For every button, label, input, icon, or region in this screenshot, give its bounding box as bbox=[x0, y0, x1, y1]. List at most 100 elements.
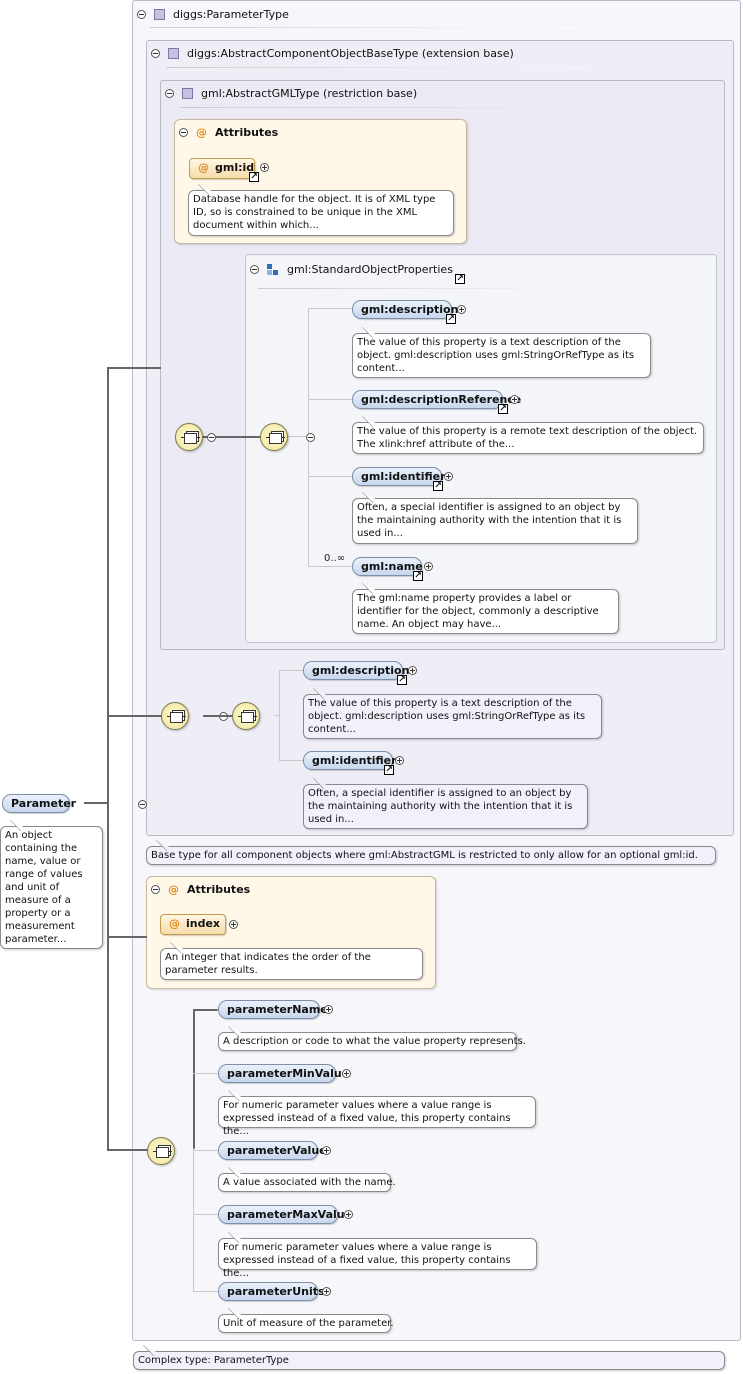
reference-icon[interactable]: ↗ bbox=[455, 274, 465, 284]
attributes-title: Attributes bbox=[215, 126, 279, 139]
expand-icon[interactable] bbox=[324, 1005, 333, 1014]
std-name-cardinality: 0..∞ bbox=[324, 553, 346, 564]
connector bbox=[308, 566, 352, 567]
index-doc: An integer that indicates the order of t… bbox=[160, 948, 423, 980]
std-description-doc: The value of this property is a text des… bbox=[352, 333, 651, 378]
connector bbox=[308, 308, 352, 309]
expand-icon[interactable] bbox=[342, 1069, 351, 1078]
collapse-icon[interactable] bbox=[151, 49, 160, 58]
expand-icon[interactable] bbox=[424, 562, 433, 571]
expand-icon[interactable] bbox=[344, 1210, 353, 1219]
base-description-element[interactable]: gml:description bbox=[303, 661, 409, 680]
parameter-root-doc: An object containing the name, value or … bbox=[0, 826, 103, 949]
std-props-title: gml:StandardObjectProperties bbox=[287, 263, 453, 276]
sequence-icon[interactable] bbox=[260, 423, 288, 451]
base-description-doc: The value of this property is a text des… bbox=[303, 694, 602, 739]
sequence-icon[interactable] bbox=[175, 423, 203, 451]
reference-icon[interactable]: ↗ bbox=[249, 172, 259, 182]
connector bbox=[288, 436, 308, 437]
connector bbox=[193, 1291, 218, 1292]
param-attributes-title: Attributes bbox=[187, 883, 251, 896]
expand-icon[interactable] bbox=[260, 163, 269, 172]
header-underline bbox=[150, 27, 580, 28]
collapse-icon[interactable] bbox=[179, 128, 188, 137]
expand-icon[interactable] bbox=[229, 920, 238, 929]
expand-icon[interactable] bbox=[408, 666, 417, 675]
connector bbox=[193, 1009, 218, 1011]
std-name-element[interactable]: gml:name bbox=[352, 557, 423, 576]
expand-icon[interactable] bbox=[444, 472, 453, 481]
reference-icon[interactable]: ↗ bbox=[397, 675, 407, 685]
gml-type-title: gml:AbstractGMLType (restriction base) bbox=[201, 87, 418, 100]
std-props-header[interactable]: gml:StandardObjectProperties bbox=[250, 263, 453, 276]
connector bbox=[193, 1214, 218, 1215]
std-description-reference-element[interactable]: gml:descriptionReference bbox=[352, 390, 521, 409]
reference-icon[interactable]: ↗ bbox=[433, 481, 443, 491]
sequence-icon[interactable] bbox=[232, 702, 260, 730]
connector bbox=[279, 760, 304, 761]
complex-type-icon bbox=[168, 48, 179, 59]
collapse-icon[interactable] bbox=[151, 885, 160, 894]
connector bbox=[193, 1150, 218, 1151]
sequence-icon[interactable] bbox=[161, 702, 189, 730]
base-identifier-element[interactable]: gml:identifier bbox=[303, 751, 397, 770]
parameter-type-header[interactable]: diggs:ParameterType bbox=[137, 8, 289, 21]
expand-icon[interactable] bbox=[322, 1287, 331, 1296]
parameter-min-value-element[interactable]: parameterMinValue bbox=[218, 1064, 349, 1083]
reference-icon[interactable]: ↗ bbox=[384, 765, 394, 775]
index-attribute[interactable]: @index bbox=[160, 914, 226, 935]
connector bbox=[202, 436, 260, 438]
connector bbox=[107, 936, 147, 938]
complex-type-icon bbox=[182, 88, 193, 99]
parameter-value-element[interactable]: parameterValue bbox=[218, 1141, 327, 1160]
std-description-element[interactable]: gml:description bbox=[352, 300, 458, 319]
gml-attributes-header[interactable]: @ Attributes bbox=[179, 126, 278, 139]
parameter-units-element[interactable]: parameterUnits bbox=[218, 1282, 325, 1301]
attribute-icon: @ bbox=[168, 883, 179, 896]
std-identifier-element[interactable]: gml:identifier bbox=[352, 467, 446, 486]
parameter-type-title: diggs:ParameterType bbox=[173, 8, 289, 21]
expand-icon[interactable] bbox=[395, 756, 404, 765]
parameter-name-doc: A description or code to what the value … bbox=[218, 1032, 526, 1051]
collapse-icon[interactable] bbox=[137, 800, 147, 809]
base-type-header[interactable]: diggs:AbstractComponentObjectBaseType (e… bbox=[151, 47, 514, 60]
sequence-icon[interactable] bbox=[147, 1137, 175, 1165]
connector bbox=[193, 1149, 194, 1291]
base-identifier-doc: Often, a special identifier is assigned … bbox=[303, 784, 588, 829]
gml-type-header[interactable]: gml:AbstractGMLType (restriction base) bbox=[165, 87, 417, 100]
std-name-doc: The gml:name property provides a label o… bbox=[352, 589, 619, 634]
connector bbox=[279, 670, 280, 760]
expand-icon[interactable] bbox=[322, 1146, 331, 1155]
parameter-name-element[interactable]: parameterName bbox=[218, 1000, 328, 1019]
connector bbox=[107, 715, 162, 717]
collapse-icon[interactable] bbox=[137, 10, 146, 19]
expand-icon[interactable] bbox=[510, 395, 519, 404]
parameter-units-doc: Unit of measure of the parameter. bbox=[218, 1314, 394, 1333]
gml-id-doc: Database handle for the object. It is of… bbox=[188, 190, 454, 236]
parameter-root-element[interactable]: Parameter bbox=[2, 794, 76, 813]
collapse-icon[interactable] bbox=[250, 265, 259, 274]
connector bbox=[308, 476, 352, 477]
gml-id-attribute[interactable]: @gml:id bbox=[189, 158, 255, 179]
gml-id-label: gml:id bbox=[215, 161, 255, 174]
reference-icon[interactable]: ↗ bbox=[446, 314, 456, 324]
connector bbox=[107, 1149, 148, 1151]
connector bbox=[107, 367, 161, 369]
reference-icon[interactable]: ↗ bbox=[498, 404, 508, 414]
param-attributes-header[interactable]: @ Attributes bbox=[151, 883, 250, 896]
parameter-max-value-element[interactable]: parameterMaxValue bbox=[218, 1205, 352, 1224]
connector bbox=[203, 715, 233, 717]
std-description-reference-doc: The value of this property is a remote t… bbox=[352, 422, 704, 454]
complex-type-footer: Complex type: ParameterType bbox=[133, 1351, 725, 1370]
collapse-icon[interactable] bbox=[305, 433, 315, 442]
expand-icon[interactable] bbox=[457, 305, 466, 314]
base-type-title: diggs:AbstractComponentObjectBaseType (e… bbox=[187, 47, 514, 60]
connector bbox=[279, 670, 304, 671]
reference-icon[interactable]: ↗ bbox=[413, 571, 423, 581]
header-underline bbox=[258, 288, 558, 289]
collapse-icon[interactable] bbox=[207, 433, 216, 442]
collapse-icon[interactable] bbox=[165, 89, 174, 98]
std-identifier-doc: Often, a special identifier is assigned … bbox=[352, 498, 638, 544]
connector bbox=[84, 802, 108, 804]
connector bbox=[193, 1073, 218, 1074]
